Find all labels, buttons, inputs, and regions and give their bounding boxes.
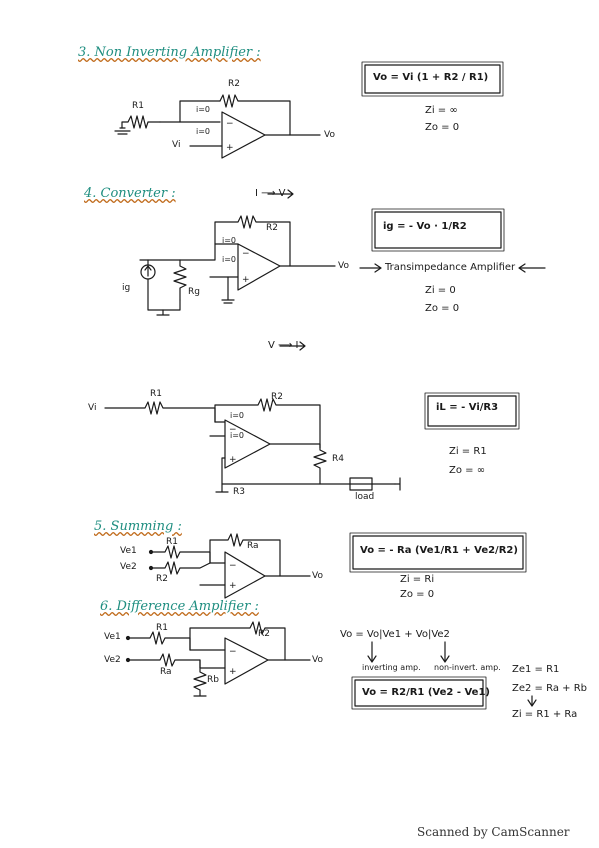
s4b-r2-label: R2 (271, 392, 283, 402)
s5-ra-label: Ra (247, 541, 259, 551)
s4-rg-label: Rg (188, 287, 200, 297)
section-3-title: 3. Non Inverting Amplifier : (78, 45, 261, 60)
s4-i0-a: i=0 (222, 236, 237, 245)
section-5-title: 5. Summing : (94, 519, 182, 534)
svg-text:−: − (229, 647, 237, 657)
s4-zo2: Zo = ∞ (449, 465, 486, 476)
s4-formula: ig = - Vo · 1/R2 (383, 221, 467, 232)
svg-text:−: − (229, 425, 237, 435)
s4-i0-b: i=0 (222, 255, 237, 264)
s6-inverting-note: inverting amp. (362, 663, 421, 672)
s5-formula: Vo = - Ra (Ve1/R1 + Ve2/R2) (360, 545, 518, 556)
s4-note: Transimpedance Amplifier (385, 262, 516, 273)
s3-vo-label: Vo (324, 130, 335, 140)
svg-text:−: − (229, 561, 237, 571)
s3-i0-a: i=0 (196, 105, 211, 114)
s6-ze2: Ze2 = Ra + Rb (512, 683, 587, 694)
svg-text:+: + (229, 667, 237, 677)
s6-ra-label: Ra (160, 667, 172, 677)
s4-sub1: I ⟶ V (255, 188, 286, 199)
s6-ve2-label: Ve2 (104, 655, 121, 665)
s4b-r1-label: R1 (150, 389, 162, 399)
s4-formula2: iL = - Vi/R3 (436, 402, 499, 413)
s6-r2-label: R2 (258, 629, 270, 639)
s4-vo-label: Vo (338, 261, 349, 271)
s4-zo: Zo = 0 (425, 303, 460, 314)
s6-zi: Zi = R1 + Ra (512, 709, 578, 720)
section-6-title: 6. Difference Amplifier : (100, 599, 259, 614)
section-4-title: 4. Converter : (84, 186, 176, 201)
s3-r1-label: R1 (132, 101, 144, 111)
s4b-r3-label: R3 (233, 487, 245, 497)
s5-r2-label: R2 (156, 574, 168, 584)
s3-zo: Zo = 0 (425, 122, 460, 133)
s6-superposition: Vo = Vo|Ve1 + Vo|Ve2 (340, 629, 450, 640)
current-to-voltage-circuit (139, 215, 336, 316)
svg-text:+: + (229, 455, 237, 465)
s4-r2-label: R2 (266, 223, 278, 233)
summing-circuit (148, 533, 311, 599)
difference-circuit (125, 621, 311, 697)
s3-formula: Vo = Vi (1 + R2 / R1) (373, 72, 489, 83)
svg-text:−: − (226, 119, 234, 129)
scanner-watermark: Scanned by CamScanner (417, 825, 570, 839)
s5-vo-label: Vo (312, 571, 323, 581)
s4b-load-label: load (355, 492, 375, 502)
s4b-i0-a: i=0 (230, 411, 245, 420)
s4b-i0-b: i=0 (230, 431, 245, 440)
s4-sub2: V ⟶ I (268, 340, 299, 351)
s5-ve2-label: Ve2 (120, 562, 137, 572)
s5-zo: Zo = 0 (400, 589, 435, 600)
s4-zi2: Zi = R1 (449, 446, 487, 457)
s3-zi: Zi = ∞ (425, 105, 458, 116)
s3-i0-b: i=0 (196, 127, 211, 136)
voltage-to-current-circuit (104, 398, 401, 493)
s6-ve1-label: Ve1 (104, 632, 121, 642)
s5-zi: Zi = Ri (400, 574, 435, 585)
svg-text:−: − (242, 249, 250, 259)
s6-r1-label: R1 (156, 623, 168, 633)
s5-ve1-label: Ve1 (120, 546, 137, 556)
s4-zi: Zi = 0 (425, 285, 456, 296)
s6-noninverting-note: non-invert. amp. (434, 663, 501, 672)
s5-r1-label: R1 (166, 537, 178, 547)
s3-r2-label: R2 (228, 79, 240, 89)
svg-text:+: + (242, 275, 250, 285)
s4b-r4-label: R4 (332, 454, 344, 464)
s6-rb-label: Rb (207, 675, 219, 685)
s4-ig-label: ig (122, 283, 131, 293)
s6-ze1: Ze1 = R1 (512, 664, 560, 675)
non-inverting-circuit (114, 94, 321, 159)
s4b-vi-label: Vi (88, 403, 97, 413)
s6-vo-label: Vo (312, 655, 323, 665)
s6-formula: Vo = R2/R1 (Ve2 - Ve1) (362, 687, 490, 698)
svg-text:+: + (226, 143, 234, 153)
svg-text:+: + (229, 581, 237, 591)
s3-vi-label: Vi (172, 140, 181, 150)
